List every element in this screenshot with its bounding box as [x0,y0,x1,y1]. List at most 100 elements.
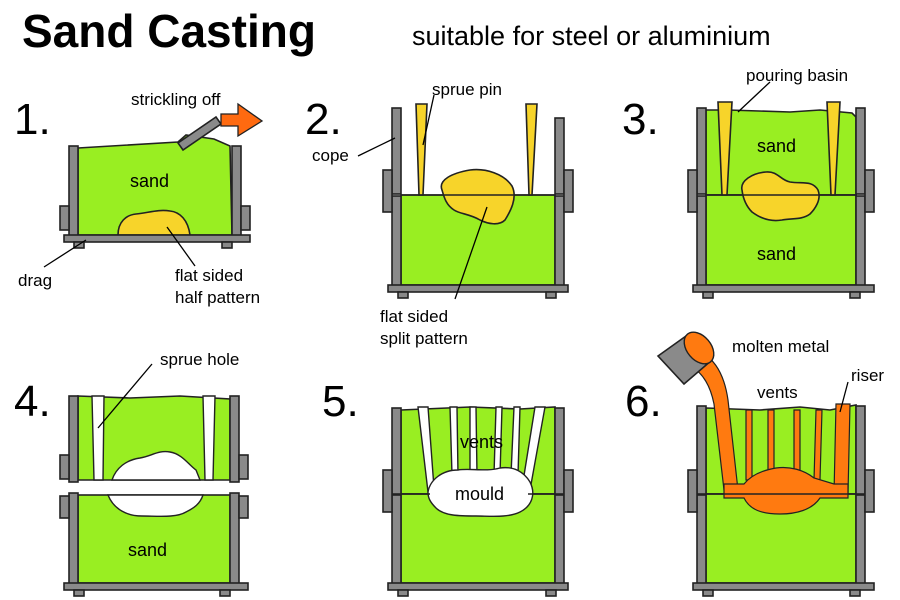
sand-label-3-bottom: sand [757,244,796,264]
board-foot-right-3 [849,291,861,299]
cope-label: cope [312,146,349,165]
flask-right-lug-3 [864,169,875,213]
step-6-panel: 6. molten metal vents riser [625,331,884,597]
half-pattern-label-2: half pattern [175,288,260,307]
vents-label-5: vents [460,432,503,452]
half-pattern [117,209,191,236]
drag-right-wall-5 [554,494,565,586]
split-pattern [440,168,515,225]
molten-metal-label: molten metal [732,337,829,356]
cope-left-wall-6 [696,405,707,495]
sprue-hole-left [91,395,105,481]
step-3-number: 3. [622,95,659,144]
sprue-hole-label: sprue hole [160,350,239,369]
step-6-number: 6. [625,377,662,426]
board-foot-right-6 [849,589,861,597]
cope-left-wall-3 [696,107,707,195]
cavity-top-half [111,450,202,481]
sprue-pin-label: sprue pin [432,80,502,99]
cope-left-wall-4 [68,395,79,483]
mould-cavity [427,466,534,518]
vent-6-d [813,409,823,481]
sprue-hole-leader-line [97,363,153,429]
sprue-pin-left [415,103,428,196]
sand-label-1: sand [130,171,169,191]
flask-left-lug-2 [382,169,393,213]
sprue-hole-right [202,395,216,481]
flask-left-lug-3 [687,169,698,213]
board-foot-right-4 [219,589,231,597]
step-2-number: 2. [305,95,342,144]
drag-right-wall-6 [855,494,866,586]
drag-left-wall-4 [68,492,79,586]
drag-right-lug [240,205,251,231]
sprue-pin-right [525,103,538,196]
mould-board [63,234,251,243]
board-foot-left-2 [397,291,409,299]
cope-right-wall [554,117,565,195]
drag-left-lug-4 [59,495,70,519]
board-foot-right [221,241,233,249]
drag-left-wall-6 [696,494,707,586]
cope-right-wall-4 [229,395,240,483]
mould-board-6 [692,582,875,591]
vent-6-c [793,409,801,479]
split-pattern-3 [741,171,820,222]
cavity-bottom-half [106,494,204,518]
board-foot-left-3 [702,291,714,299]
flask-right-lug-2 [563,169,574,213]
drag-label: drag [18,271,52,290]
strickle-arrow-icon [220,102,264,138]
vent-6-a [745,409,753,481]
sand-label-4: sand [128,540,167,560]
drag-left-wall-2 [391,195,402,287]
sand-label-3-top: sand [757,136,796,156]
cope-right-wall-5 [554,407,565,495]
split-pattern-label-1: flat sided [380,307,448,326]
riser [833,403,851,495]
drag-right-wall-3 [855,195,866,287]
vents-label-6: vents [757,383,798,402]
mould-board-5 [387,582,569,591]
mould-label: mould [455,484,504,504]
step-1-number: 1. [14,95,51,144]
pouring-basin-label: pouring basin [746,66,848,85]
drag-right-wall-4 [229,492,240,586]
riser-leader-line [839,381,849,413]
drag-left-wall-3 [696,195,707,287]
step-5-number: 5. [322,377,359,426]
flask-left-lug-5 [382,469,393,513]
mould-board-3 [692,284,875,293]
split-pattern-label-2: split pattern [380,329,468,348]
page-subtitle: suitable for steel or aluminium [412,21,771,51]
ladle-mouth [683,331,715,365]
board-foot-right-5 [545,589,557,597]
strickling-off-label: strickling off [131,90,221,109]
vent-6-b [767,409,775,479]
cope-leader-line [357,137,396,157]
cast-metal [723,466,849,515]
mould-board-4 [63,582,249,591]
half-pattern-leader-line [166,226,196,267]
flask-right-lug-5 [563,469,574,513]
half-pattern-label-1: flat sided [175,266,243,285]
step-4-number: 4. [14,377,51,426]
cope-right-wall-6 [855,405,866,495]
sprue-pin-leader-line [422,94,435,146]
mould-board-2 [387,284,569,293]
pouring-basin-leader-line [737,81,771,113]
step-2-panel: 2. sprue pin cope flat sided split patte… [305,80,574,348]
step-1-panel: 1. strickling off sand drag flat sided h… [14,90,264,307]
step-4-panel: 4. sprue hole sand [14,350,249,597]
drag-right-wall [231,145,242,240]
step-5-panel: 5. vents mould [322,377,574,597]
drag-left-wall-5 [391,494,402,586]
split-pattern-leader-line [454,206,488,300]
cope-right-lug-4 [238,454,249,480]
board-foot-right-2 [545,291,557,299]
drag-right-lug-4 [238,495,249,519]
board-foot-left-5 [397,589,409,597]
page-title: Sand Casting [22,5,316,57]
flask-right-lug-6 [864,469,875,513]
cope-right-wall-3 [855,107,866,195]
